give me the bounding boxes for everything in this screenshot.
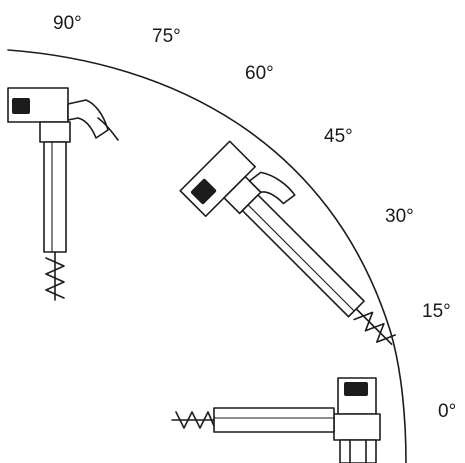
unit-90-degrees [7,87,119,301]
unit-45-degrees [179,140,396,346]
angle-label-0: 0° [438,401,457,422]
angle-arc [7,49,407,463]
angle-label-30: 30° [385,206,414,227]
angle-label-15: 15° [422,301,451,322]
angle-label-75: 75° [152,26,181,47]
angle-label-45: 45° [324,126,353,147]
angle-label-90: 90° [53,13,82,34]
angle-label-60: 60° [245,63,274,84]
unit-0-degrees [171,377,381,463]
